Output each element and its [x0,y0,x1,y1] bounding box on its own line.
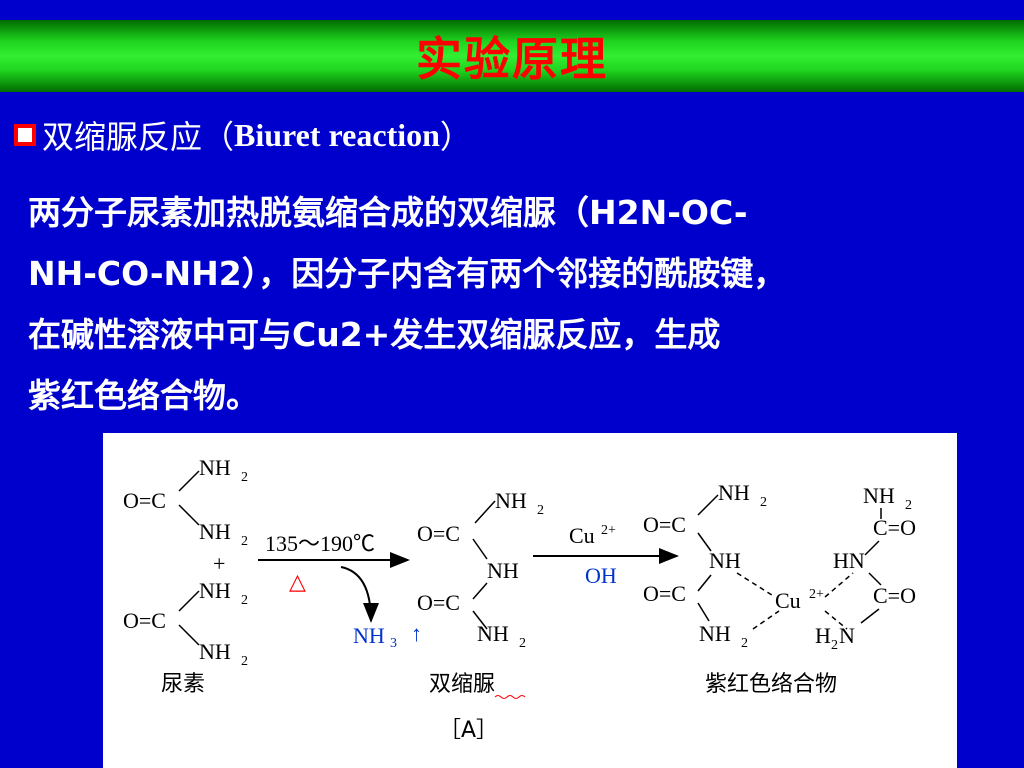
urea2-nh2-top: NH [199,578,231,603]
condition-label: 135～190℃ [265,531,375,556]
figure-label: ［A］ [439,718,498,743]
urea1-nh2-bottom: NH [199,519,231,544]
label-urea: 尿素 [161,672,205,697]
copper-step: Cu 2+ OH [533,523,679,588]
oh-label: OH [585,563,617,588]
bond [868,572,882,586]
bond [864,540,880,556]
bond [178,504,200,526]
nh3-release-arrow [340,566,379,623]
paragraph-line-4: 紫红色络合物。 [28,376,259,415]
label-biuret: 双缩脲 [429,672,495,697]
nh3-sub: 3 [390,636,397,651]
biuret-oc-bottom: O=C [417,590,460,615]
urea-molecule-1: O=C NH 2 NH 2 [123,455,248,549]
description-paragraph: 两分子尿素加热脱氨缩合成的双缩脲（H2N-OC- NH-CO-NH2），因分子内… [28,182,1008,426]
paragraph-line-2: NH-CO-NH2），因分子内含有两个邻接的酰胺键， [28,254,787,293]
slide-title: 实验原理 [416,32,608,86]
sub-2: 2 [519,636,526,651]
heading-close: ） [439,118,472,156]
sub-2: 2 [241,593,248,608]
nh3-label: NH [353,623,385,648]
coordination-bond [752,610,780,630]
paragraph-line-3: 在碱性溶液中可与Cu2+发生双缩脲反应，生成 [28,315,721,354]
section-heading: 双缩脲反应（ Biuret reaction ） [14,112,472,158]
complex-oc-top: O=C [643,512,686,537]
complex-right-h: H [815,623,831,648]
coordination-bond [736,572,776,598]
spellcheck-underline [494,695,526,699]
bond [697,574,712,592]
complex-right-nh2: NH [863,483,895,508]
complex-right-co-bottom: C=O [873,583,916,608]
biuret-nh2-bottom: NH [477,621,509,646]
bond [472,582,488,600]
sub-2: 2 [537,503,544,518]
heading-latin: Biuret reaction [234,116,440,153]
heading-cn: 双缩脲反应（ [42,118,235,156]
bond [697,532,712,552]
title-bar: 实验原理 [0,20,1024,92]
paragraph-line-1: 两分子尿素加热脱氨缩合成的双缩脲（H2N-OC- [28,193,748,232]
bond [472,538,488,560]
complex-nh: NH [709,548,741,573]
bond [474,500,496,524]
heating-step: 135～190℃ △ NH 3 ↑ [258,531,422,651]
sub-2: 2 [741,636,748,651]
bond [697,494,719,516]
bond [472,610,488,630]
biuret-molecule: NH 2 O=C NH O=C NH 2 [417,488,544,651]
bond [178,624,200,646]
sub-2: 2 [905,498,912,513]
coordination-bond [824,572,854,598]
bond [178,470,200,492]
plus-sign: + [213,551,225,576]
complex-oc-bottom: O=C [643,581,686,606]
biuret-oc-top: O=C [417,521,460,546]
cu-charge: 2+ [601,523,616,538]
urea2-oc: O=C [123,608,166,633]
complex-nh2-top: NH [718,480,750,505]
heat-symbol: △ [289,569,306,594]
complex-molecule: NH 2 O=C NH O=C NH 2 Cu 2+ NH 2 C=O [643,480,916,653]
complex-right-co-top: C=O [873,515,916,540]
reaction-svg: O=C NH 2 NH 2 + O=C NH 2 NH 2 135 [123,455,916,743]
up-arrow: ↑ [411,621,422,646]
bond [697,602,710,622]
complex-right-hn: HN [833,548,865,573]
urea2-nh2-bottom: NH [199,639,231,664]
complex-right-n: N [839,623,855,648]
sub-2: 2 [760,495,767,510]
urea-molecule-2: O=C NH 2 NH 2 [123,578,248,669]
complex-nh2-bottom: NH [699,621,731,646]
complex-cu: Cu [775,588,801,613]
biuret-nh2-top: NH [495,488,527,513]
urea1-nh2-top: NH [199,455,231,480]
reaction-diagram: O=C NH 2 NH 2 + O=C NH 2 NH 2 135 [103,433,957,768]
cu-label: Cu [569,523,595,548]
bond [178,590,200,612]
label-complex: 紫红色络合物 [705,672,837,697]
sub-2: 2 [241,470,248,485]
coordination-bond [824,610,848,630]
complex-cu-charge: 2+ [809,587,824,602]
sub-2: 2 [241,534,248,549]
urea1-oc: O=C [123,488,166,513]
bond [860,608,880,624]
complex-right-h-sub: 2 [831,638,838,653]
biuret-nh: NH [487,558,519,583]
square-bullet-icon [14,124,36,146]
sub-2: 2 [241,654,248,669]
